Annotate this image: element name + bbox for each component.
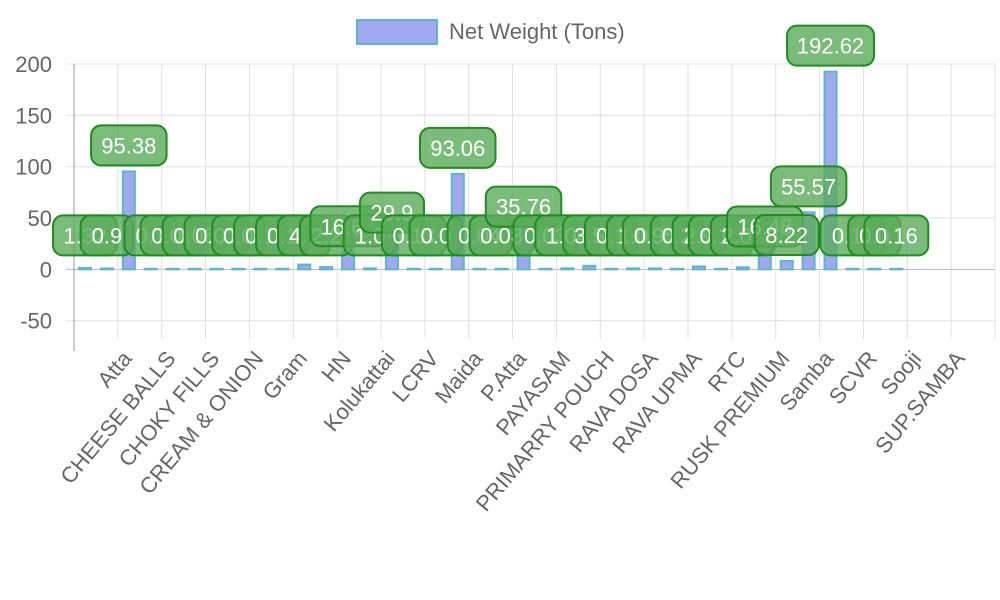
bar[interactable] xyxy=(406,267,421,271)
y-tick-label: 50 xyxy=(28,206,52,231)
data-label-box xyxy=(863,214,930,257)
bar[interactable] xyxy=(143,267,158,271)
bar[interactable] xyxy=(209,267,224,271)
bar[interactable] xyxy=(735,266,750,271)
data-label-box xyxy=(753,213,820,256)
x-tick-label: Gram xyxy=(258,346,313,404)
bar[interactable] xyxy=(99,267,114,271)
bar[interactable] xyxy=(670,267,685,271)
bar[interactable] xyxy=(560,267,575,271)
y-tick-label: -50 xyxy=(20,309,52,334)
data-label-text: 0.16 xyxy=(875,223,918,248)
data-label-box xyxy=(419,126,497,169)
x-tick-label: Maida xyxy=(430,346,488,409)
bar[interactable] xyxy=(648,267,663,271)
bar[interactable] xyxy=(867,267,882,271)
data-label: 0.16 xyxy=(863,214,930,257)
legend-label[interactable]: Net Weight (Tons) xyxy=(449,19,625,44)
data-label-box xyxy=(90,124,168,167)
bar[interactable] xyxy=(187,267,202,271)
bar[interactable] xyxy=(845,267,860,271)
y-tick-label: 0 xyxy=(40,257,52,282)
data-label: 93.06 xyxy=(419,126,497,169)
data-label-text: 192.62 xyxy=(797,34,864,59)
data-label-box xyxy=(786,24,876,67)
data-label-text: 0.0 xyxy=(421,223,452,248)
bar[interactable] xyxy=(363,267,378,271)
bar[interactable] xyxy=(297,263,312,271)
bar[interactable] xyxy=(538,267,553,271)
bar[interactable] xyxy=(472,267,487,271)
bar[interactable] xyxy=(319,266,334,271)
bar[interactable] xyxy=(165,267,180,271)
bar[interactable] xyxy=(231,267,246,271)
data-label-text: 8.22 xyxy=(765,223,808,248)
y-tick-label: 200 xyxy=(15,52,52,77)
data-label-text: 93.06 xyxy=(430,136,485,161)
bar[interactable] xyxy=(779,259,794,271)
y-tick-label: 150 xyxy=(15,103,52,128)
bar[interactable] xyxy=(77,267,92,271)
bar[interactable] xyxy=(691,265,706,271)
bar[interactable] xyxy=(428,267,443,271)
data-label: 55.57 xyxy=(769,165,848,208)
y-tick-label: 100 xyxy=(15,155,52,180)
bar[interactable] xyxy=(626,267,641,271)
bar[interactable] xyxy=(275,267,290,271)
legend[interactable]: Net Weight (Tons) xyxy=(356,19,625,45)
data-label-text: 95.38 xyxy=(101,133,156,158)
bar[interactable] xyxy=(582,264,597,271)
data-label-text: 0.9 xyxy=(92,223,123,248)
data-labels: 1.320.995.380.10.010.060.010.00.10.14.72… xyxy=(51,24,930,257)
legend-swatch[interactable] xyxy=(356,19,438,45)
bar[interactable] xyxy=(713,267,728,271)
bar[interactable] xyxy=(494,267,509,271)
x-tick-label: HN xyxy=(316,346,356,386)
x-tick-label: SCVR xyxy=(824,346,882,409)
data-label: 0.9 xyxy=(79,214,135,257)
bar[interactable] xyxy=(604,267,619,271)
bar[interactable] xyxy=(889,267,904,271)
data-label-text: 55.57 xyxy=(781,174,836,199)
data-label: 192.62 xyxy=(786,24,876,67)
bar[interactable] xyxy=(253,267,268,271)
data-label-box xyxy=(769,165,848,208)
data-label: 95.38 xyxy=(90,124,168,167)
data-label: 8.22 xyxy=(753,213,820,256)
